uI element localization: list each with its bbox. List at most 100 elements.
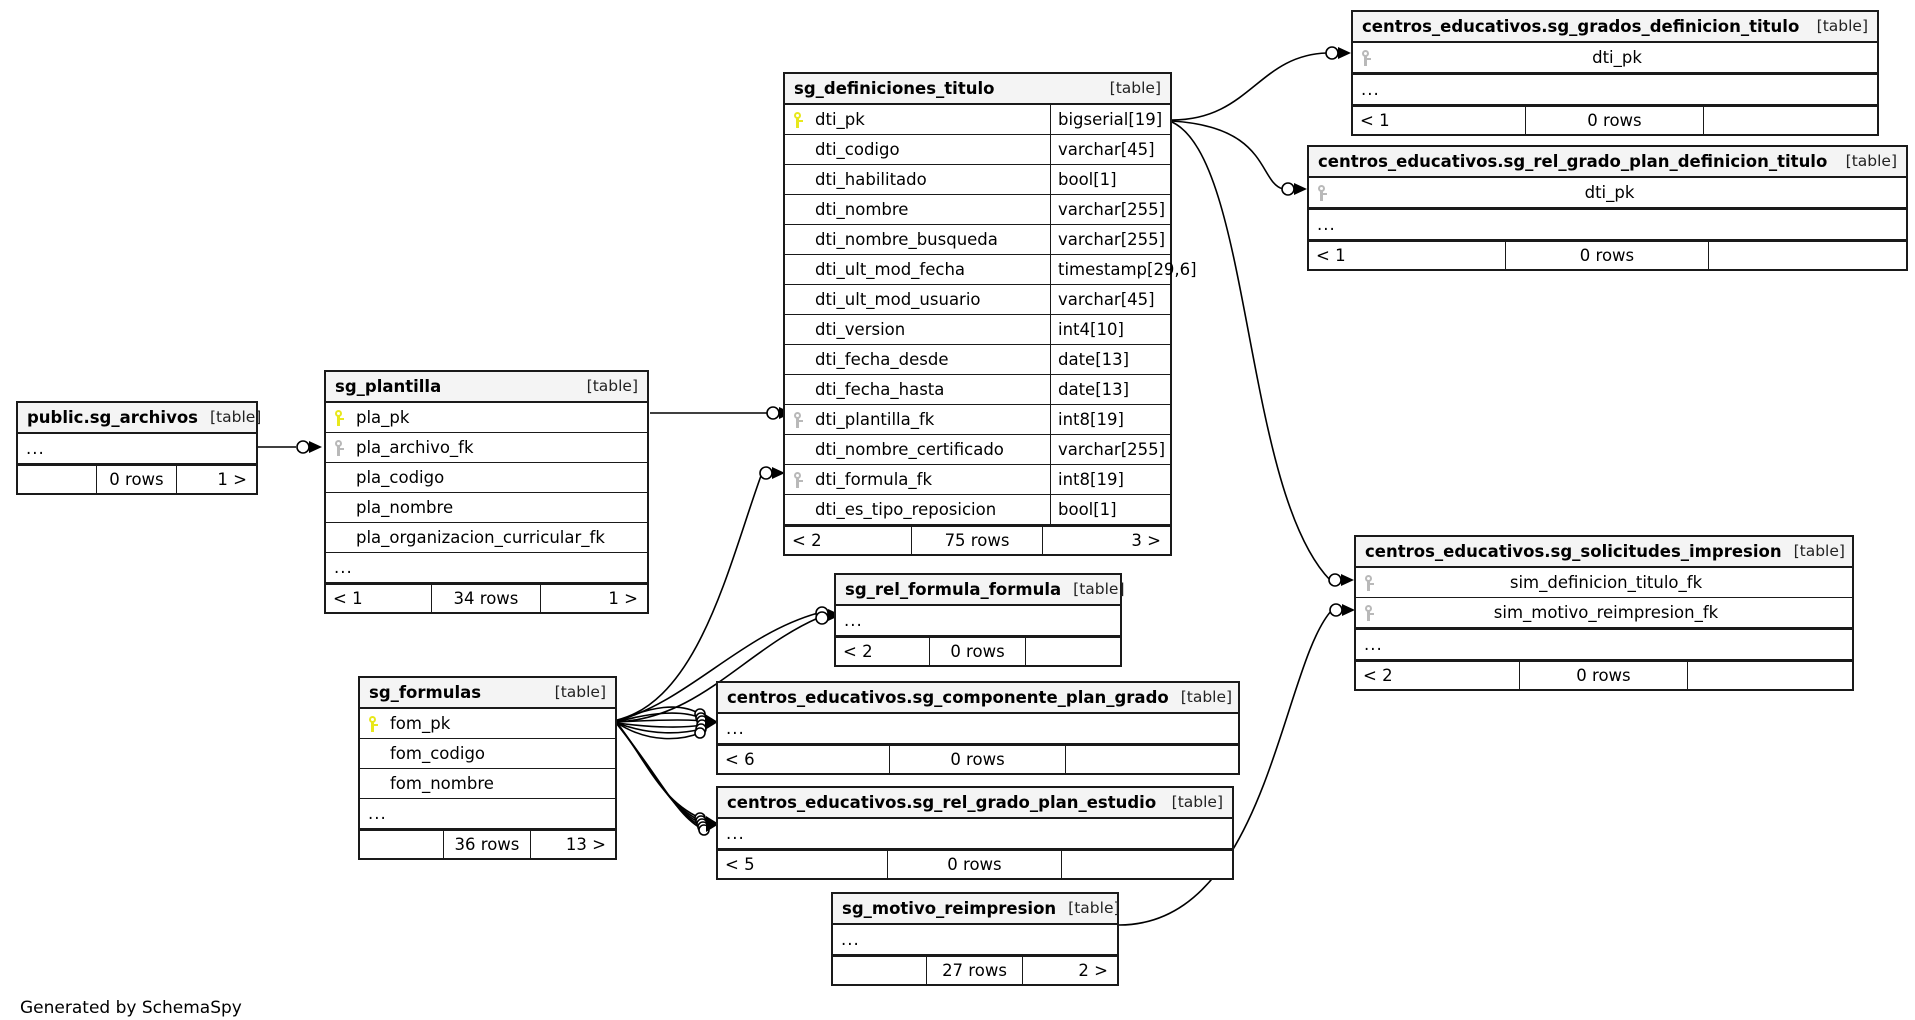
table-title: centros_educativos.sg_rel_grado_plan_est… (727, 792, 1157, 812)
footer-left[interactable]: < 1 (1353, 107, 1526, 134)
table-sg-rel-formula-formula[interactable]: sg_rel_formula_formula [table] ... < 2 0… (834, 573, 1125, 667)
footer-right[interactable] (1062, 851, 1232, 878)
column-type: int8[19] (1050, 405, 1170, 434)
divider (1356, 628, 1852, 630)
footer-left[interactable]: < 6 (718, 746, 890, 773)
table-header: centros_educativos.sg_rel_grado_plan_def… (1309, 147, 1906, 178)
column-name: dti_codigo (815, 140, 900, 159)
table-row[interactable]: pla_archivo_fk (326, 433, 647, 463)
column-name: dti_nombre (815, 200, 909, 219)
footer-rowcount: 0 rows (888, 851, 1063, 878)
table-sg-componente-plan-grado[interactable]: centros_educativos.sg_componente_plan_gr… (716, 681, 1240, 775)
footer-left[interactable]: < 1 (326, 585, 432, 612)
table-row[interactable]: fom_codigo (360, 739, 615, 769)
table-row[interactable]: sim_motivo_reimpresion_fk (1356, 598, 1852, 628)
table-row[interactable]: pla_organizacion_curricular_fk (326, 523, 647, 553)
table-sg-motivo-reimpresion[interactable]: sg_motivo_reimpresion [table] ... 27 row… (831, 892, 1120, 986)
footer-left[interactable]: < 1 (1309, 242, 1506, 269)
footer-rowcount: 0 rows (1520, 662, 1689, 689)
table-row[interactable]: sim_definicion_titulo_fk (1356, 568, 1852, 598)
table-header: centros_educativos.sg_solicitudes_impres… (1356, 537, 1852, 568)
footer-left[interactable] (360, 831, 445, 858)
table-footer: < 1 0 rows (1353, 105, 1877, 134)
table-row[interactable]: pla_nombre (326, 493, 647, 523)
table-row[interactable]: dti_pk (1353, 43, 1877, 73)
more-columns-indicator: ... (718, 714, 1238, 744)
footer-right[interactable] (1704, 107, 1877, 134)
edge-formulas-componente-1 (616, 706, 701, 723)
table-tag: [table] (1816, 17, 1868, 35)
footer-rowcount: 75 rows (912, 527, 1043, 554)
table-tag: [table] (554, 683, 606, 701)
footer-left[interactable]: < 5 (718, 851, 888, 878)
table-header: centros_educativos.sg_componente_plan_gr… (718, 683, 1238, 714)
footer-rowcount: 0 rows (1506, 242, 1709, 269)
table-row[interactable]: fom_pk (360, 709, 615, 739)
foreign-key-icon (785, 411, 811, 428)
table-header: sg_rel_formula_formula [table] (836, 575, 1125, 606)
more-columns-indicator: ... (836, 606, 1120, 636)
table-row[interactable]: dti_pk (1309, 178, 1906, 208)
column-type: date[13] (1050, 345, 1170, 374)
footer-right[interactable]: 1 > (217, 470, 247, 489)
column-type: int4[10] (1050, 315, 1170, 344)
table-row[interactable]: fom_nombre (360, 769, 615, 799)
foreign-key-icon (326, 439, 352, 456)
table-sg-solicitudes-impresion[interactable]: centros_educativos.sg_solicitudes_impres… (1354, 535, 1854, 691)
footer-left[interactable] (18, 466, 97, 493)
footer-left[interactable] (833, 957, 927, 984)
table-public-sg-archivos[interactable]: public.sg_archivos [table] ... 0 rows 1 … (16, 401, 261, 495)
footer-right[interactable] (1688, 662, 1852, 689)
footer-right[interactable] (1709, 242, 1906, 269)
column-name: dti_es_tipo_reposicion (815, 500, 997, 519)
table-title: sg_motivo_reimpresion (842, 898, 1057, 918)
column-name: pla_codigo (356, 468, 445, 487)
edge-formulas-relgradoplan-4 (616, 723, 704, 828)
footer-rowcount: 0 rows (1526, 107, 1705, 134)
more-columns-indicator: ... (1356, 630, 1852, 660)
footer-right[interactable] (1026, 638, 1120, 665)
edge-formulas-componente-5 (616, 722, 702, 734)
footer-left[interactable]: < 2 (785, 527, 913, 554)
table-footer: 0 rows 1 > (18, 464, 256, 493)
footer-right[interactable]: 3 > (1131, 531, 1161, 550)
footer-left[interactable]: < 2 (1356, 662, 1520, 689)
column-name: fom_pk (390, 714, 451, 733)
table-sg-grados-definicion-titulo[interactable]: centros_educativos.sg_grados_definicion_… (1351, 10, 1879, 136)
column-type: date[13] (1050, 375, 1170, 404)
footer-right[interactable]: 1 > (608, 589, 638, 608)
table-sg-formulas[interactable]: sg_formulas [table] fom_pk fom_codigo fo… (358, 676, 617, 860)
foreign-key-icon (1353, 49, 1379, 66)
footer-right[interactable]: 2 > (1078, 961, 1108, 980)
column-name: pla_organizacion_curricular_fk (356, 528, 605, 547)
table-title: sg_definiciones_titulo (794, 78, 995, 98)
column-name: fom_codigo (390, 744, 486, 763)
table-sg-rel-grado-plan-definicion-titulo[interactable]: centros_educativos.sg_rel_grado_plan_def… (1307, 145, 1908, 271)
table-sg-rel-grado-plan-estudio[interactable]: centros_educativos.sg_rel_grado_plan_est… (716, 786, 1234, 880)
column-name: dti_formula_fk (815, 470, 933, 489)
table-sg-plantilla[interactable]: sg_plantilla [table] pla_pk pla_archivo_… (324, 370, 649, 614)
more-columns-indicator: ... (18, 434, 256, 464)
table-row[interactable]: pla_codigo (326, 463, 647, 493)
table-header: centros_educativos.sg_rel_grado_plan_est… (718, 788, 1232, 819)
column-name: dti_pk (1592, 48, 1642, 67)
footer-right[interactable]: 13 > (565, 835, 606, 854)
table-row[interactable]: pla_pk (326, 403, 647, 433)
footer-left[interactable]: < 2 (836, 638, 930, 665)
footer-right[interactable] (1066, 746, 1238, 773)
